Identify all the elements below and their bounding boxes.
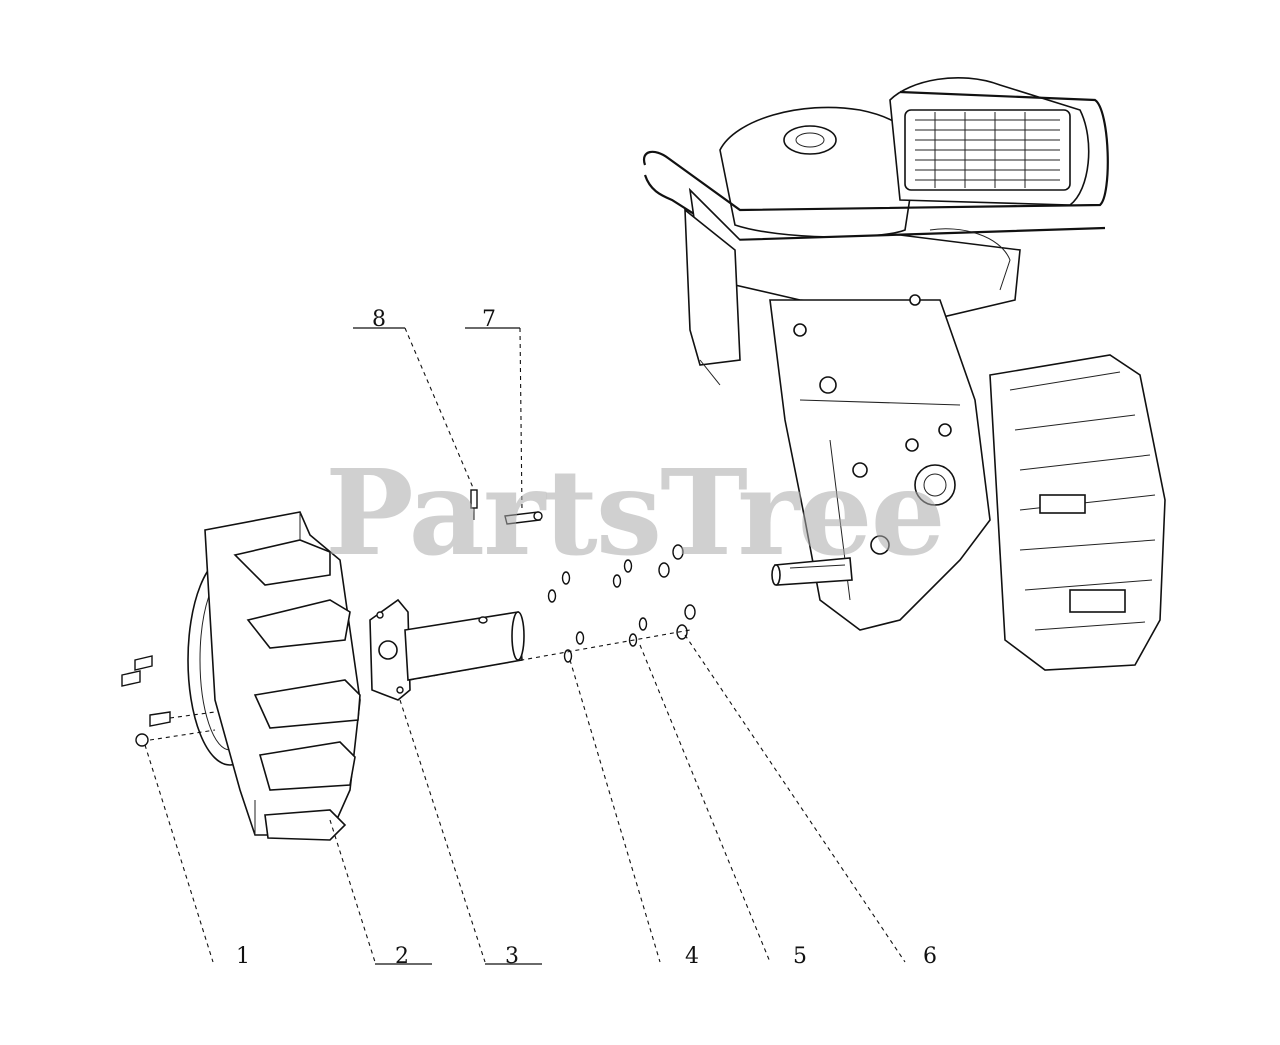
hardware (121, 489, 696, 747)
leader-lines (144, 327, 906, 965)
callout-6: 6 (923, 944, 937, 969)
callout-1: 1 (236, 944, 250, 969)
callout-2: 2 (395, 944, 409, 969)
callout-8: 8 (372, 307, 386, 332)
installed-right-wheel (989, 354, 1166, 671)
tine-wheel (187, 511, 361, 841)
hub-flange-axle (369, 598, 525, 701)
callout-4: 4 (685, 944, 699, 969)
tiller-engine-assembly (642, 76, 1166, 671)
callout-3: 3 (505, 944, 519, 969)
callout-5: 5 (793, 944, 807, 969)
callout-7: 7 (482, 307, 496, 332)
callout-labels: 1 2 3 4 5 6 7 8 (236, 307, 937, 969)
